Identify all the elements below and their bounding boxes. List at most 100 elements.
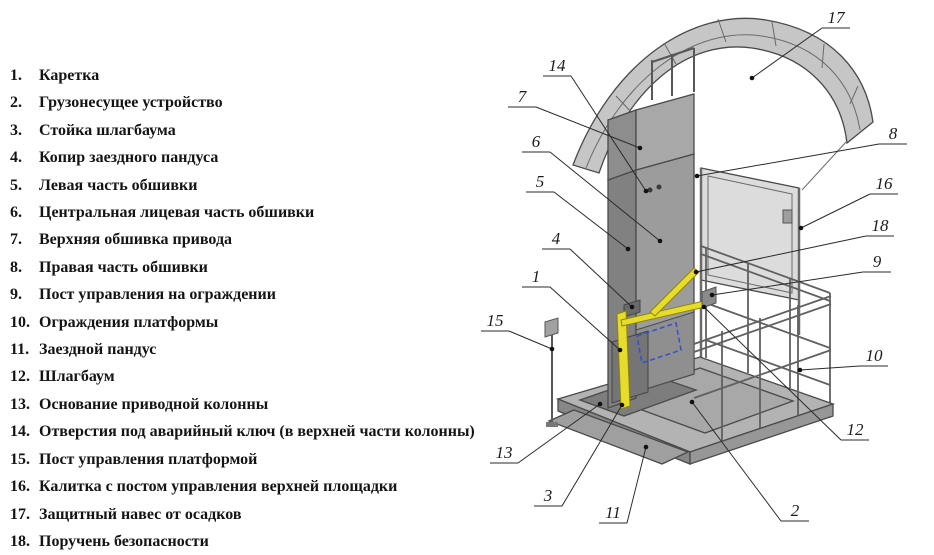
top-cladding-front — [635, 93, 695, 171]
item-number: 9. — [10, 286, 22, 304]
item-label: Грузонесущее устройство — [39, 94, 223, 112]
callout-number: 5 — [536, 172, 545, 191]
callout-number: 3 — [543, 486, 553, 505]
list-item: 11. Заездной пандус — [10, 336, 558, 363]
callout-number: 4 — [552, 229, 561, 248]
item-number: 11. — [10, 341, 30, 359]
barrier-post — [616, 310, 631, 410]
item-number: 16. — [10, 478, 30, 496]
callout-17: 17 — [749, 8, 850, 81]
item-label: Калитка с постом управления верхней площ… — [39, 478, 398, 496]
outline-dashed-marker — [636, 322, 682, 364]
list-item: 4. Копир заездного пандуса — [10, 144, 558, 171]
callout-number: 2 — [791, 501, 800, 520]
item-number: 13. — [10, 395, 30, 413]
callout-4: 4 — [542, 229, 635, 310]
callout-15: 15 — [481, 311, 555, 352]
callout-number: 13 — [496, 443, 513, 462]
list-item: 2. Грузонесущее устройство — [10, 89, 558, 116]
callout-18: 18 — [693, 216, 894, 275]
item-label: Заездной пандус — [39, 341, 157, 359]
callout-number: 16 — [876, 174, 894, 193]
callout-6: 6 — [522, 132, 663, 244]
list-item: 18.Поручень безопасности — [10, 528, 558, 555]
railing-control-box — [701, 286, 717, 309]
item-number: 4. — [10, 149, 22, 167]
callout-1: 1 — [522, 267, 623, 353]
list-item: 10.Ограждения платформы — [10, 309, 558, 336]
item-number: 17. — [10, 505, 30, 523]
list-item: 1. Каретка — [10, 62, 558, 89]
callout-5: 5 — [526, 172, 631, 252]
callout-number: 6 — [532, 132, 541, 151]
item-label: Каретка — [39, 67, 100, 84]
canopy-support-frame — [651, 47, 847, 191]
item-number: 5. — [10, 176, 22, 194]
front-railing — [693, 295, 832, 441]
parts-list: 1. Каретка 2. Грузонесущее устройство 3. Ст… — [10, 62, 558, 555]
callout-8: 8 — [694, 124, 907, 179]
callout-9: 9 — [709, 252, 891, 298]
callout-10: 10 — [797, 346, 888, 373]
item-label: Стойка шлагбаума — [39, 121, 176, 139]
callout-2: 2 — [689, 399, 809, 522]
emergency-key-holes — [656, 184, 662, 190]
callout-number: 12 — [847, 420, 865, 439]
canopy-shape — [572, 17, 874, 174]
item-label: Копир заездного пандуса — [39, 149, 219, 167]
item-label: Пост управления на ограждении — [39, 286, 276, 304]
list-item: 16. Калитка с постом управления верхней п… — [10, 473, 558, 500]
list-item: 7. Верхняя обшивка привода — [10, 226, 558, 253]
item-label: Пост управления платформой — [39, 450, 258, 468]
item-label: Верхняя обшивка привода — [39, 231, 233, 249]
item-number: 6. — [10, 204, 22, 222]
list-item: 13. Основание приводной колонны — [10, 391, 558, 418]
item-label: Ограждения платформы — [39, 313, 219, 331]
list-item: 5. Левая часть обшивки — [10, 172, 558, 199]
item-label: Шлагбаум — [39, 368, 115, 386]
list-item: 14. Отверстия под аварийный ключ (в верхн… — [10, 418, 558, 445]
callout-number: 7 — [518, 87, 528, 106]
gate-panel — [699, 167, 801, 365]
callout-number: 9 — [873, 252, 882, 271]
list-item: 6. Центральная лицевая часть обшивки — [10, 199, 558, 226]
carriage-shape — [611, 330, 649, 404]
item-number: 15. — [10, 450, 30, 468]
gate-control-box — [782, 209, 793, 224]
barrier-assembly — [616, 267, 706, 410]
item-number: 1. — [10, 67, 22, 84]
list-item: 17.Защитный навес от осадков — [10, 501, 558, 528]
list-item: 15. Пост управления платформой — [10, 446, 558, 473]
list-item: 3. Стойка шлагбаума — [10, 117, 558, 144]
item-number: 3. — [10, 121, 22, 139]
callout-number: 15 — [487, 311, 504, 330]
callout-number: 14 — [549, 56, 567, 75]
list-item: 8.Правая часть обшивки — [10, 254, 558, 281]
list-item: 12. Шлагбаум — [10, 363, 558, 390]
callout-12: 12 — [701, 304, 869, 441]
ramp-shape — [547, 409, 690, 465]
emergency-key-holes — [647, 187, 653, 193]
item-label: Левая часть обшивки — [39, 176, 198, 194]
item-number: 2. — [10, 94, 22, 112]
item-number: 7. — [10, 231, 22, 249]
callout-number: 17 — [828, 8, 847, 27]
item-label: Основание приводной колонны — [39, 395, 269, 413]
item-number: 8. — [10, 258, 22, 276]
callout-16: 16 — [798, 174, 898, 231]
callout-3: 3 — [534, 402, 625, 507]
item-number: 12. — [10, 368, 30, 386]
item-number: 14. — [10, 423, 30, 441]
callout-14: 14 — [543, 56, 649, 194]
list-item: 9. Пост управления на ограждении — [10, 281, 558, 308]
safety-handrail — [649, 267, 700, 317]
callout-number: 1 — [532, 267, 541, 286]
item-label: Центральная лицевая часть обшивки — [39, 204, 315, 222]
callout-7: 7 — [508, 87, 643, 151]
callout-number: 18 — [872, 216, 890, 235]
callout-number: 11 — [605, 503, 621, 522]
item-label: Отверстия под аварийный ключ (в верхней … — [39, 423, 475, 441]
callout-11: 11 — [599, 444, 649, 524]
item-number: 18. — [10, 532, 30, 550]
